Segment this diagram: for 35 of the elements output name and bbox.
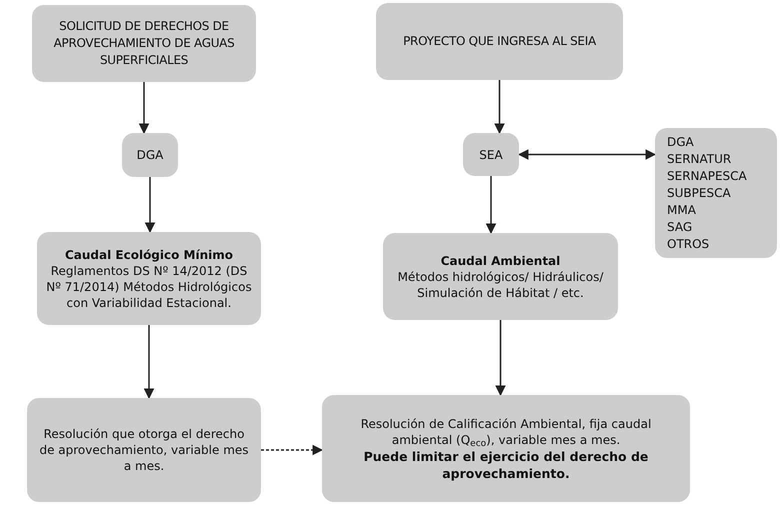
arrow	[144, 325, 154, 400]
box-text: Métodos hidrológicos/ Hidráulicos/ Simulación de Hábitat / etc.	[396, 268, 604, 300]
arrow	[518, 149, 656, 160]
box-text: Caudal Ecológico Mínimo	[64, 246, 234, 262]
process-box	[32, 5, 256, 82]
arrow	[486, 176, 496, 234]
process-box	[27, 398, 261, 502]
box-text: DGA	[667, 134, 694, 150]
process-box	[383, 233, 618, 320]
box-text: DGA	[136, 147, 164, 163]
box-text: SAG	[667, 218, 692, 236]
arrow	[495, 320, 506, 396]
process-box	[122, 133, 178, 177]
box-text: Caudal Ambiental	[440, 252, 560, 268]
arrow	[494, 80, 505, 134]
process-box	[376, 3, 623, 80]
box-text: Resolución de Calificación Ambiental, fija caudal ambiental (Q$_{eco}$), variable mes a mes.	[360, 416, 652, 448]
box-text: SERNATUR	[667, 150, 732, 168]
arrow	[138, 82, 150, 134]
box-text: SERNAPESCA	[667, 168, 747, 184]
box-text: OTROS	[667, 236, 710, 252]
box-text: Puede limitar el ejercicio del derecho de aprovechamiento.	[362, 448, 650, 482]
box-text: SEA	[479, 146, 503, 162]
arrow	[261, 444, 324, 456]
box-text: SOLICITUD DE DERECHOS DE APROVECHAMIENTO DE AGUAS SUPERFICIALES	[52, 18, 236, 69]
box-text: MMA	[667, 202, 696, 218]
arrow	[144, 177, 156, 234]
process-box	[463, 133, 519, 176]
process-box	[37, 232, 261, 325]
process-box	[655, 128, 777, 258]
box-text: Reglamentos DS Nº 14/2012 (DS Nº 71/2014) Métodos Hidrológicos con Variabilidad Estacional.	[45, 262, 253, 310]
box-text: SUBPESCA	[667, 184, 731, 202]
box-text: PROYECTO QUE INGRESA AL SEIA	[403, 33, 596, 50]
process-box	[322, 395, 690, 502]
box-text: Resolución que otorga el derecho de aprovechamiento, variable mes a mes.	[38, 426, 250, 474]
